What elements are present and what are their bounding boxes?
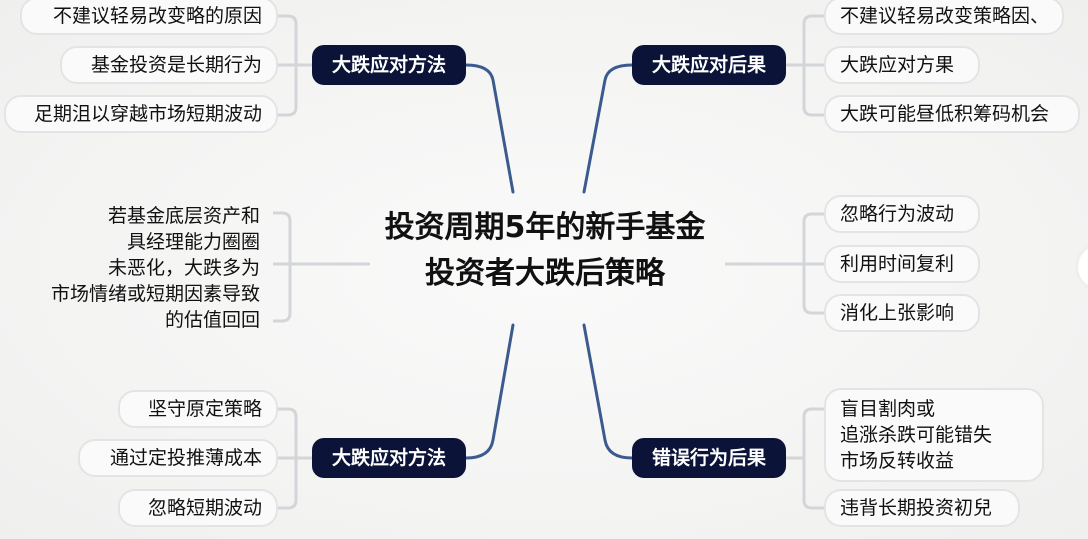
connector-bottom-right: [582, 323, 634, 460]
leaf-top-left-1[interactable]: 不建议轻易改变略的原因: [20, 0, 278, 35]
leaf-middle-left-line-2: 具经理能力圈圈: [126, 231, 260, 253]
leaf-bottom-right-1-line-1: 盲目割肉或: [840, 398, 936, 420]
central-topic[interactable]: 投资周期5年的新手基金 投资者大跌后策略: [365, 205, 725, 297]
leaf-top-left-2[interactable]: 基金投资是长期行为: [60, 46, 278, 84]
leaf-middle-left-line-4: 市场情绪或短期因素导致: [50, 283, 260, 305]
branch-bottom-right[interactable]: 错误行为后果: [632, 438, 786, 478]
branch-top-right[interactable]: 大跌应对后果: [632, 45, 786, 85]
leaf-top-right-3[interactable]: 大跌可能昼低积筹码机会: [824, 95, 1080, 133]
leaf-bottom-right-1-line-3: 市场反转收益: [840, 450, 955, 472]
leaf-middle-right-3[interactable]: 消化上张影响: [824, 294, 980, 332]
leaf-middle-left-line-1: 若基金底层资产和: [107, 205, 260, 227]
leaf-bottom-right-2[interactable]: 违背长期投资初兒: [824, 489, 1020, 527]
side-panel-toggle-button[interactable]: [1078, 245, 1088, 289]
leaf-bottom-right-1[interactable]: 盲目割肉或 追涨杀跌可能错失 市场反转收益: [824, 388, 1044, 482]
leaf-top-right-1[interactable]: 不建议轻易改变策略因、: [824, 0, 1064, 35]
leaf-middle-right-1[interactable]: 忽略行为波动: [824, 195, 980, 233]
leaf-middle-left-line-3: 未恶化，大跌多为: [107, 257, 260, 279]
connector-bottom-left: [464, 323, 515, 460]
central-topic-line-1: 投资周期5年的新手基金: [384, 210, 706, 245]
branch-bottom-left[interactable]: 大跌应对方法: [312, 438, 466, 478]
leaf-bottom-left-2[interactable]: 通过定投推薄成本: [78, 439, 278, 477]
connector-top-left: [464, 63, 515, 194]
leaf-top-left-3[interactable]: 足期沮以穿越市场短期波动: [4, 95, 278, 133]
branch-top-left[interactable]: 大跌应对方法: [312, 45, 466, 85]
connector-top-right: [582, 63, 634, 194]
leaf-middle-right-2[interactable]: 利用时间复利: [824, 245, 980, 283]
leaf-top-right-2[interactable]: 大跌应对方果: [824, 46, 980, 84]
leaf-middle-left[interactable]: 若基金底层资产和 具经理能力圈圈 未恶化，大跌多为 市场情绪或短期因素导致 的估…: [30, 203, 260, 333]
leaf-bottom-left-3[interactable]: 忽略短期波动: [118, 489, 278, 527]
central-topic-line-2: 投资者大跌后策略: [425, 256, 665, 291]
leaf-middle-left-line-5: 的估值回回: [164, 309, 260, 331]
leaf-bottom-left-1[interactable]: 坚守原定策略: [118, 390, 278, 428]
leaf-bottom-right-1-line-2: 追涨杀跌可能错失: [840, 424, 993, 446]
